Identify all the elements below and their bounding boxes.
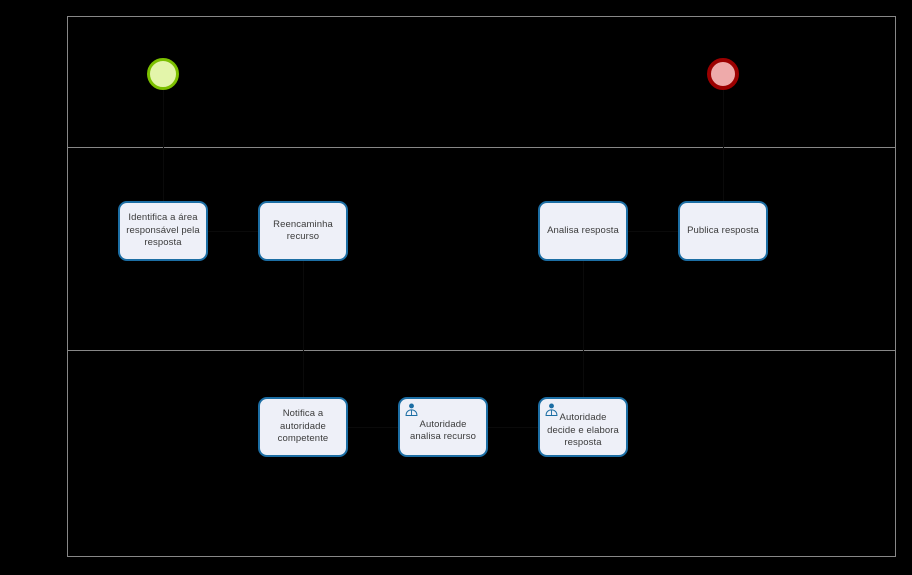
flow-identifica-to-reencaminha bbox=[208, 231, 258, 232]
end-event[interactable] bbox=[707, 58, 739, 90]
task-label: Identifica a área responsável pela respo… bbox=[126, 212, 200, 249]
start-event[interactable] bbox=[147, 58, 179, 90]
task-label: Reencaminha recurso bbox=[273, 218, 333, 243]
flow-notifica-to-autoridade-analisa bbox=[348, 427, 398, 428]
user-task-icon bbox=[404, 402, 419, 417]
task-publica-resposta[interactable]: Publica resposta bbox=[678, 201, 768, 261]
task-reencaminha-recurso[interactable]: Reencaminha recurso bbox=[258, 201, 348, 261]
task-label: Notifica a autoridade competente bbox=[277, 408, 329, 445]
task-label: Autoridade decide e elabora resposta bbox=[547, 412, 619, 449]
flow-analisa-to-publica bbox=[628, 231, 678, 232]
task-autoridade-analisa-recurso[interactable]: Autoridade analisa recurso bbox=[398, 397, 488, 457]
flow-autoridade-analisa-to-decide bbox=[488, 427, 538, 428]
task-label: Autoridade analisa recurso bbox=[410, 418, 476, 443]
user-task-icon bbox=[544, 402, 559, 417]
flow-publica-to-end bbox=[723, 90, 724, 201]
task-identifica-area[interactable]: Identifica a área responsável pela respo… bbox=[118, 201, 208, 261]
lane-divider-1 bbox=[68, 147, 895, 148]
lane-divider-2 bbox=[68, 350, 895, 351]
flow-reencaminha-to-notifica bbox=[303, 261, 304, 397]
flow-start-to-identifica bbox=[163, 90, 164, 201]
task-notifica-autoridade[interactable]: Notifica a autoridade competente bbox=[258, 397, 348, 457]
process-pool bbox=[67, 16, 896, 557]
flow-decide-to-analisa-resposta bbox=[583, 261, 584, 397]
task-label: Publica resposta bbox=[687, 224, 759, 236]
task-autoridade-decide-elabora[interactable]: Autoridade decide e elabora resposta bbox=[538, 397, 628, 457]
task-label: Analisa resposta bbox=[547, 224, 619, 236]
task-analisa-resposta[interactable]: Analisa resposta bbox=[538, 201, 628, 261]
